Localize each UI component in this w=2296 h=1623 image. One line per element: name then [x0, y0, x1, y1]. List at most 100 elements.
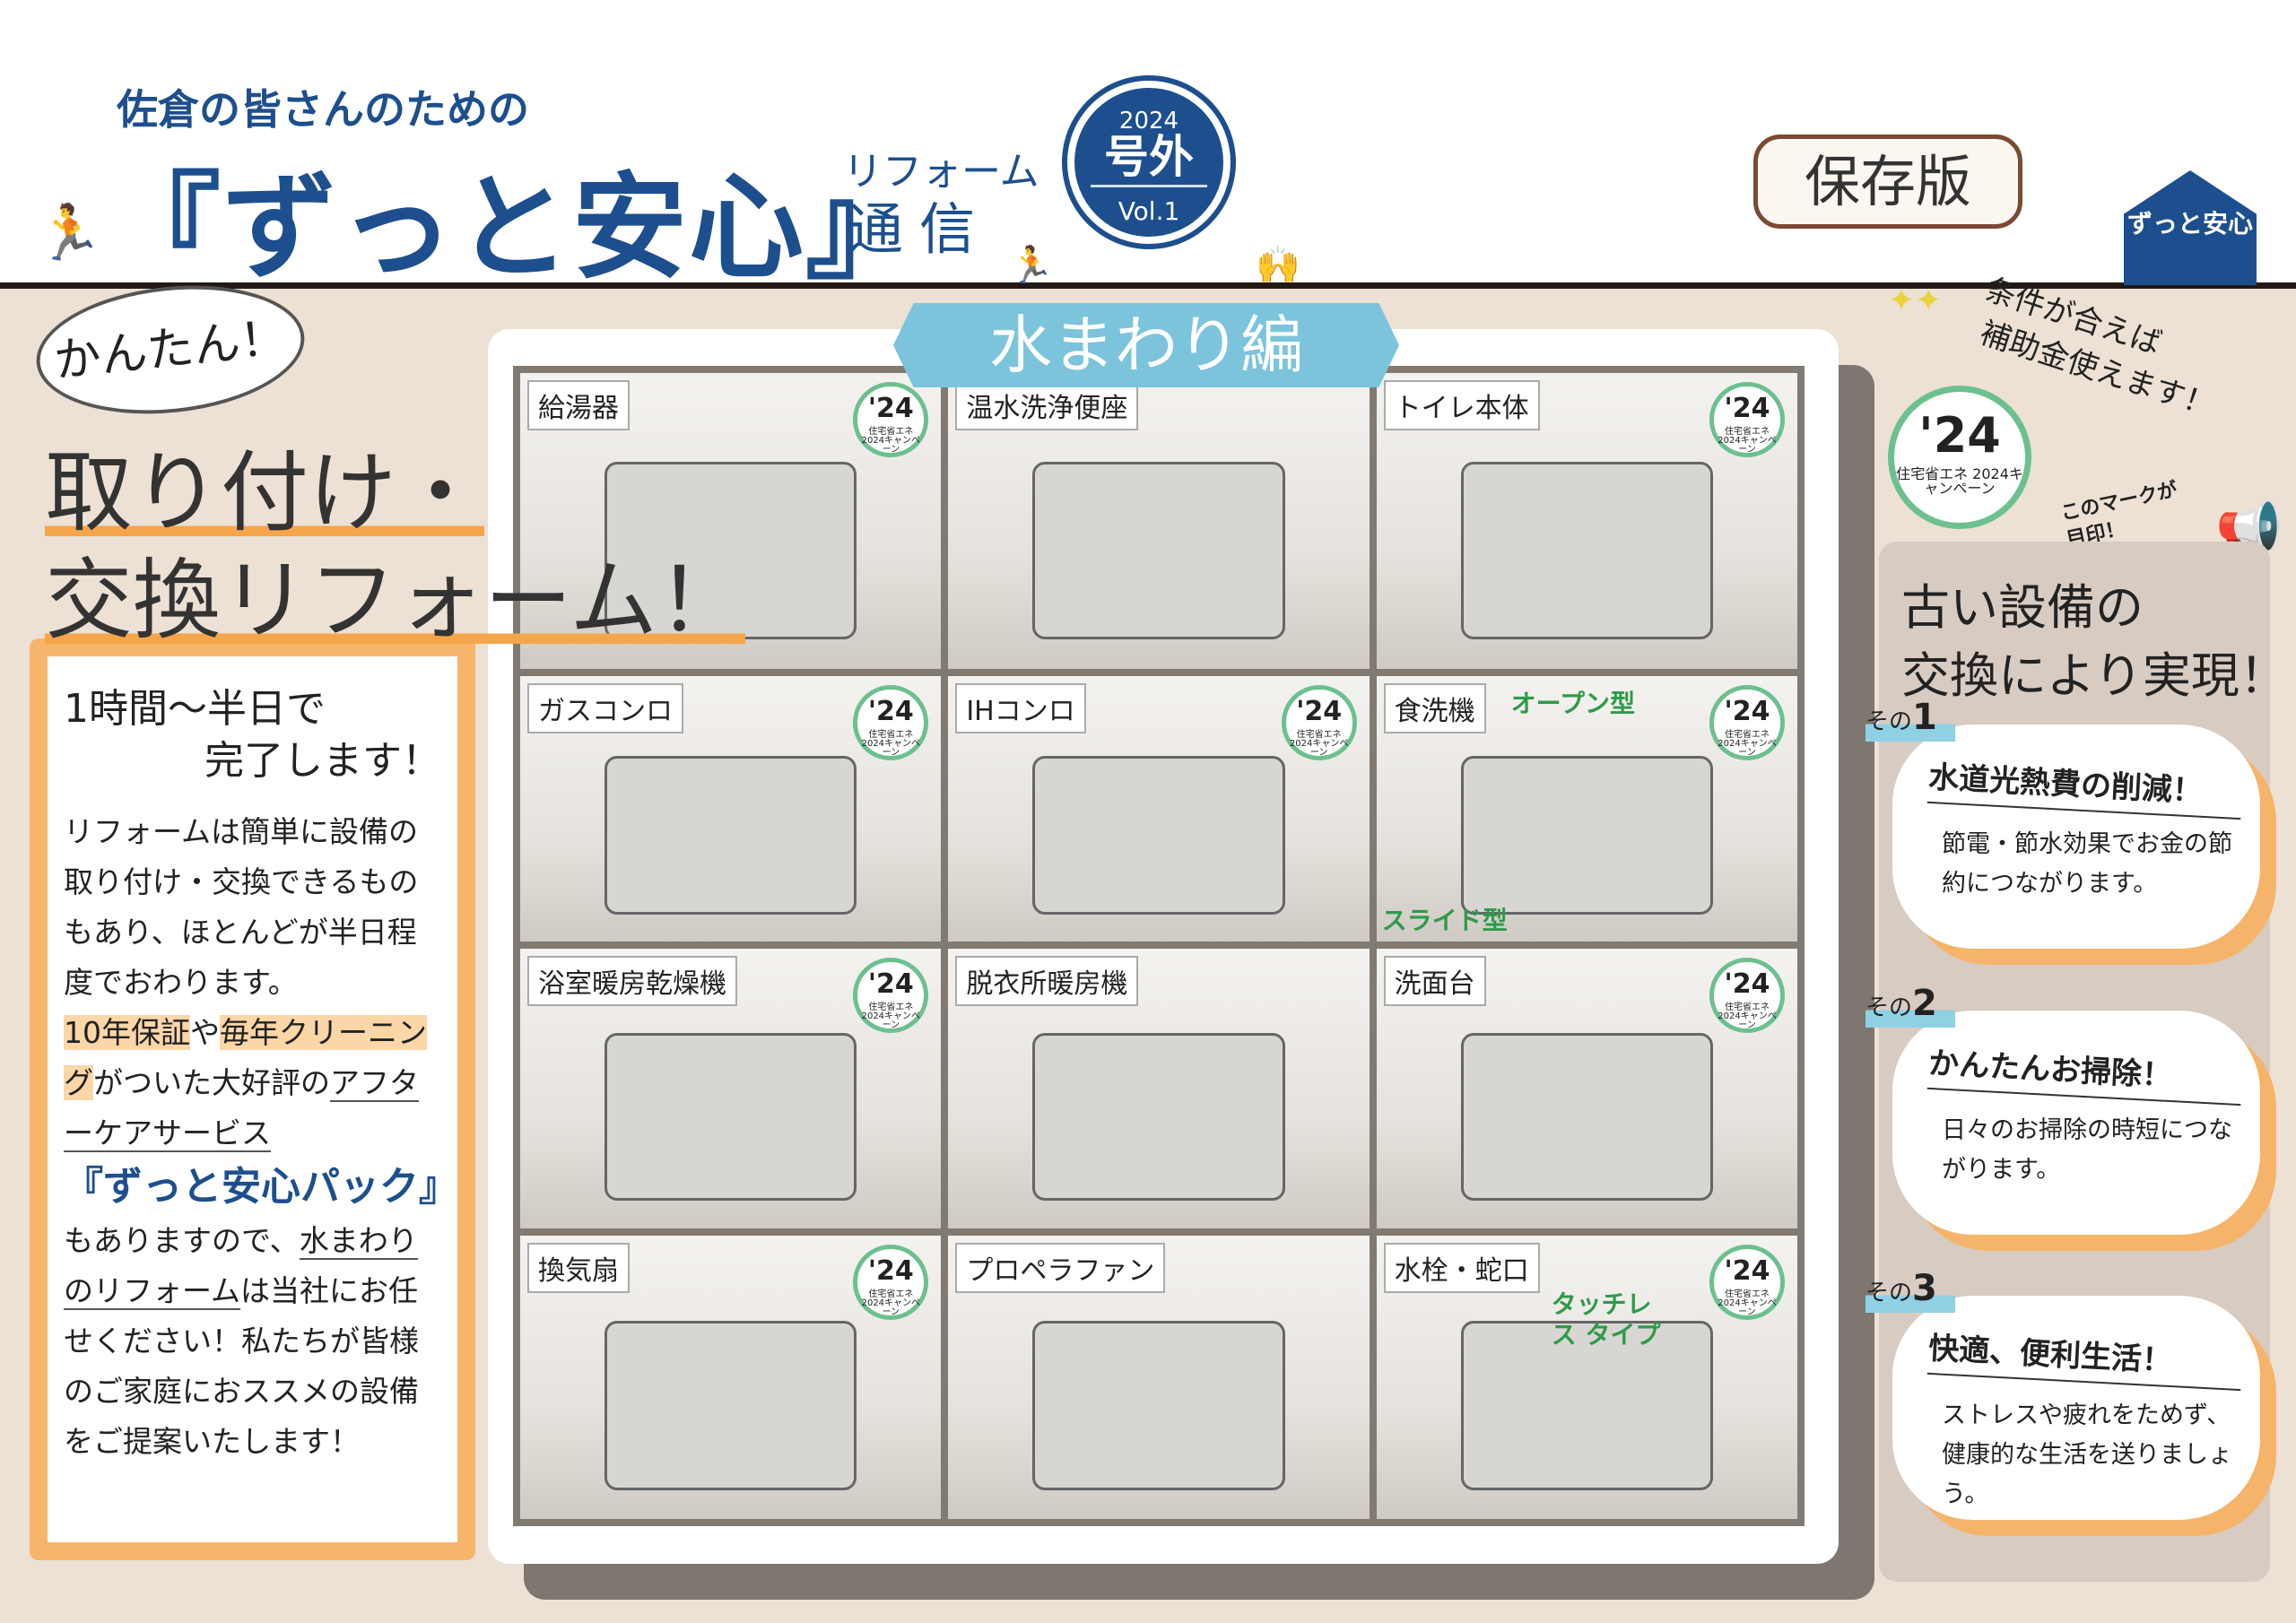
product-tag: タッチレス タイプ — [1551, 1289, 1661, 1350]
subtitle: 佐倉の皆さんのための — [117, 85, 529, 134]
highlight-warranty: 10年保証 — [64, 1015, 190, 1050]
product-cell: プロペラファン — [948, 1236, 1370, 1519]
benefit-desc: 日々のお掃除の時短につながります。 — [1942, 1116, 2232, 1184]
product-cell: 脱衣所暖房機 — [948, 949, 1370, 1228]
text: や — [190, 1015, 220, 1050]
num: 2 — [1912, 983, 1937, 1024]
num: 1 — [1912, 697, 1937, 738]
text: は当社にお任せください！私たちが皆様のご家庭におススメの設備をご提案いたします！ — [64, 1273, 419, 1459]
people-icon: 🙌 — [1256, 245, 1300, 286]
product-tag: スライド型 — [1381, 906, 1508, 935]
benefit-title: 快適、便利生活！ — [1926, 1323, 2244, 1392]
product-label: 温水洗浄便座 — [955, 380, 1139, 430]
product-label: 給湯器 — [527, 380, 630, 430]
product-tag: オープン型 — [1510, 689, 1635, 718]
mark-num: '24 — [1296, 696, 1343, 727]
heading-line2: 交換により実現！ — [1901, 647, 2288, 704]
product-label: 水栓・蛇口 — [1383, 1243, 1540, 1293]
product-illustration — [1032, 755, 1285, 916]
benefit-number: その1 — [1866, 698, 1955, 742]
text: がついた大好評の — [93, 1065, 330, 1100]
pack-name: 『ずっと安心パック』 — [64, 1164, 458, 1210]
benefit-number: その2 — [1866, 984, 1955, 1028]
mark-num: '24 — [1724, 393, 1770, 424]
product-label: 換気扇 — [527, 1243, 630, 1293]
product-label: ガスコンロ — [527, 683, 683, 733]
benefit-title: かんたんお掃除！ — [1926, 1037, 2244, 1107]
title-tsushin: 通信 — [848, 196, 992, 262]
product-illustration — [1460, 1032, 1714, 1201]
title-reform: リフォーム — [843, 149, 1039, 195]
product-label: 洗面台 — [1383, 956, 1486, 1006]
product-illustration — [1032, 462, 1285, 639]
mark-text: 住宅省エネ 2024キャンペーン — [1718, 730, 1777, 758]
product-illustration — [1032, 1032, 1285, 1201]
box-para1: リフォームは簡単に設備の取り付け・交換できるものもあり、ほとんどが半日程度でおわ… — [64, 814, 419, 1000]
box-para3: もありますので、水まわりのリフォームは当社にお任せください！私たちが皆様のご家庭… — [64, 1216, 441, 1467]
benefit-title: 水道光熱費の削減！ — [1926, 751, 2244, 820]
mark-text: 住宅省エネ 2024キャンペーン — [861, 730, 921, 758]
product-label: 浴室暖房乾燥機 — [527, 956, 737, 1006]
mark-num: '24 — [1918, 407, 2001, 464]
mark-text: 住宅省エネ 2024キャンペーン — [1718, 427, 1777, 455]
text: もありますので、 — [64, 1223, 300, 1258]
underline-aftercare: アフターケアサービス — [64, 1065, 419, 1152]
campaign-mark-icon: '24 住宅省エネ 2024キャンペーン — [853, 685, 929, 760]
product-illustration — [604, 755, 857, 916]
campaign-mark-icon: '24 住宅省エネ 2024キャンペーン — [1709, 382, 1785, 457]
intro-line1: 取り付け・ — [45, 421, 485, 549]
mark-num: '24 — [1724, 968, 1770, 1000]
box-heading1: 1時間～半日で — [64, 686, 326, 732]
product-illustration — [1460, 1320, 1714, 1491]
product-label: 脱衣所暖房機 — [955, 956, 1139, 1006]
mark-text: 住宅省エネ 2024キャンペーン — [1718, 1002, 1777, 1030]
benefit-card: その3 快適、便利生活！ ストレスや疲れをためず、健康的な生活を送りましょう。 — [1866, 1269, 2260, 1520]
box-para2: 10年保証や毎年クリーニングがついた大好評のアフターケアサービス — [64, 1008, 441, 1159]
product-label: プロペラファン — [955, 1243, 1166, 1293]
page-title: 『ずっと安心』 — [106, 161, 923, 295]
product-cell: ガスコンロ '24 住宅省エネ 2024キャンペーン — [520, 676, 942, 942]
underline-reform: 水まわりのリフォーム — [64, 1223, 418, 1310]
mark-num: '24 — [867, 393, 914, 424]
product-label: トイレ本体 — [1383, 380, 1540, 430]
person-icon: 🏃 — [36, 202, 103, 265]
mark-text: 住宅省エネ 2024キャンペーン — [1896, 465, 2023, 497]
mark-text: 住宅省エネ 2024キャンペーン — [1718, 1289, 1777, 1317]
mark-num: '24 — [1724, 1255, 1770, 1287]
mark-num: '24 — [867, 696, 914, 727]
section-banner: 水まわり編 — [893, 303, 1399, 387]
person-icon: 🏃 — [1009, 245, 1054, 286]
badge-issue: 号外 — [1091, 135, 1207, 187]
prefix: その — [1866, 708, 1913, 735]
box-heading2: 完了します！ — [204, 738, 441, 784]
product-illustration — [604, 1032, 857, 1201]
mark-num: '24 — [1724, 696, 1770, 727]
product-label: IHコンロ — [955, 683, 1086, 733]
intro-line2: 交換リフォーム！ — [45, 529, 746, 656]
badge-vol: Vol.1 — [1118, 196, 1180, 226]
badge-year: 2024 — [1118, 108, 1179, 135]
keep-label: 保存版 — [1753, 135, 2022, 229]
campaign-mark-icon: '24 住宅省エネ 2024キャンペーン — [1709, 685, 1785, 760]
benefit-number: その3 — [1866, 1269, 1955, 1313]
intro-line1-text: 取り付け・ — [45, 442, 485, 544]
prefix: その — [1866, 994, 1913, 1021]
issue-badge: 2024 号外 Vol.1 — [1067, 81, 1231, 244]
prefix: その — [1866, 1280, 1913, 1306]
benefit-desc: ストレスや疲れをためず、健康的な生活を送りましょう。 — [1942, 1402, 2232, 1508]
intro-box: 1時間～半日で 完了します！ リフォームは簡単に設備の取り付け・交換できるものも… — [30, 638, 475, 1560]
mark-text: 住宅省エネ 2024キャンペーン — [861, 1002, 921, 1030]
product-illustration — [1460, 462, 1714, 639]
product-illustration — [604, 1320, 857, 1491]
